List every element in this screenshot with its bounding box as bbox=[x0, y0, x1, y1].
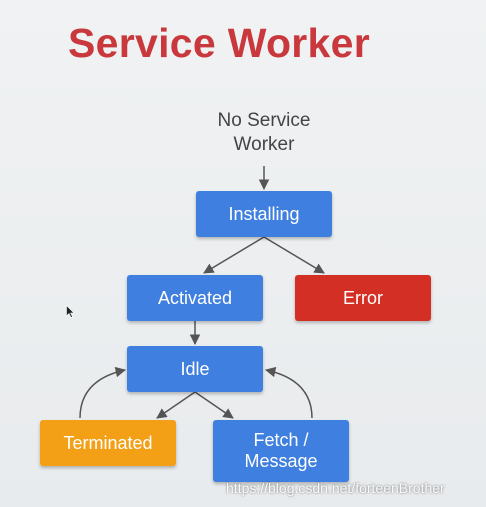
slide-title: Service Worker bbox=[68, 20, 371, 66]
state-activated-label: Activated bbox=[157, 287, 233, 308]
arrow-terminated-to-idle bbox=[79, 366, 127, 419]
watermark: https://blog.csdn.net/forteenBrother bbox=[226, 480, 445, 496]
start-state-label: No Service Worker bbox=[196, 109, 332, 157]
arrow-installing-to-error bbox=[263, 236, 325, 274]
arrow-installing-to-activated bbox=[203, 236, 265, 274]
state-fetch-line-2: Message bbox=[244, 451, 318, 471]
arrow-fetch-to-idle bbox=[264, 366, 313, 419]
start-state-line-1: No Service bbox=[217, 110, 311, 131]
state-terminated: Terminated bbox=[40, 420, 176, 466]
state-fetch-line-1: Fetch / bbox=[253, 430, 309, 450]
state-idle: Idle bbox=[127, 346, 263, 392]
state-installing: Installing bbox=[196, 191, 332, 237]
start-state-line-2: Worker bbox=[233, 134, 295, 155]
state-fetch-message: Fetch / Message bbox=[213, 420, 349, 482]
state-error-label: Error bbox=[343, 287, 383, 308]
state-error: Error bbox=[295, 275, 431, 321]
state-terminated-label: Terminated bbox=[63, 432, 153, 453]
state-activated: Activated bbox=[127, 275, 263, 321]
mouse-pointer-icon bbox=[66, 305, 75, 318]
arrow-idle-to-terminated bbox=[156, 391, 196, 419]
arrow-idle-to-fetch bbox=[194, 391, 234, 419]
state-idle-label: Idle bbox=[180, 358, 210, 379]
state-installing-label: Installing bbox=[228, 203, 300, 224]
